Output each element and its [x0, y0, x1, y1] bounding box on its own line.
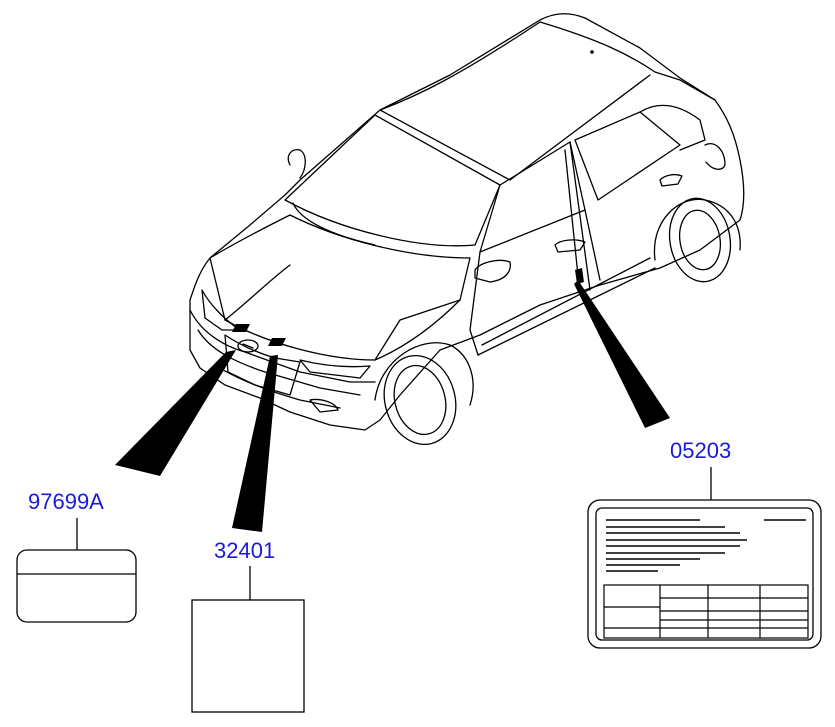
label-05203-table	[603, 584, 809, 639]
marker-05203	[575, 268, 584, 284]
part-number-32401: 32401	[214, 538, 275, 563]
car-front-wheel	[383, 354, 457, 446]
car-grille	[224, 334, 301, 396]
car-windshield	[284, 114, 501, 247]
leader-wedges	[115, 280, 670, 532]
car-front-wheel-arch	[374, 342, 474, 406]
label-97699A-illustration	[16, 549, 137, 623]
leader-05203	[574, 280, 670, 428]
marker-32401	[268, 338, 286, 346]
car-body-outline	[189, 13, 745, 431]
label-05203-illustration	[587, 499, 822, 649]
label-markers	[232, 268, 584, 346]
label-05203-content	[606, 519, 806, 572]
car-front-bumper	[189, 309, 376, 383]
leader-32401	[232, 355, 278, 532]
car-rear-wheel	[668, 197, 732, 283]
part-number-05203: 05203	[670, 438, 731, 463]
label-32401-illustration	[191, 599, 305, 713]
car-logo	[237, 339, 259, 353]
marker-97699A	[232, 324, 250, 332]
car-side-window-rear	[574, 111, 681, 201]
part-number-97699A: 97699A	[28, 489, 104, 514]
car-illustration	[189, 13, 745, 446]
car-hood	[209, 214, 471, 361]
leader-97699A	[115, 350, 236, 476]
car-roof	[379, 21, 656, 181]
car-mirror	[474, 259, 511, 283]
